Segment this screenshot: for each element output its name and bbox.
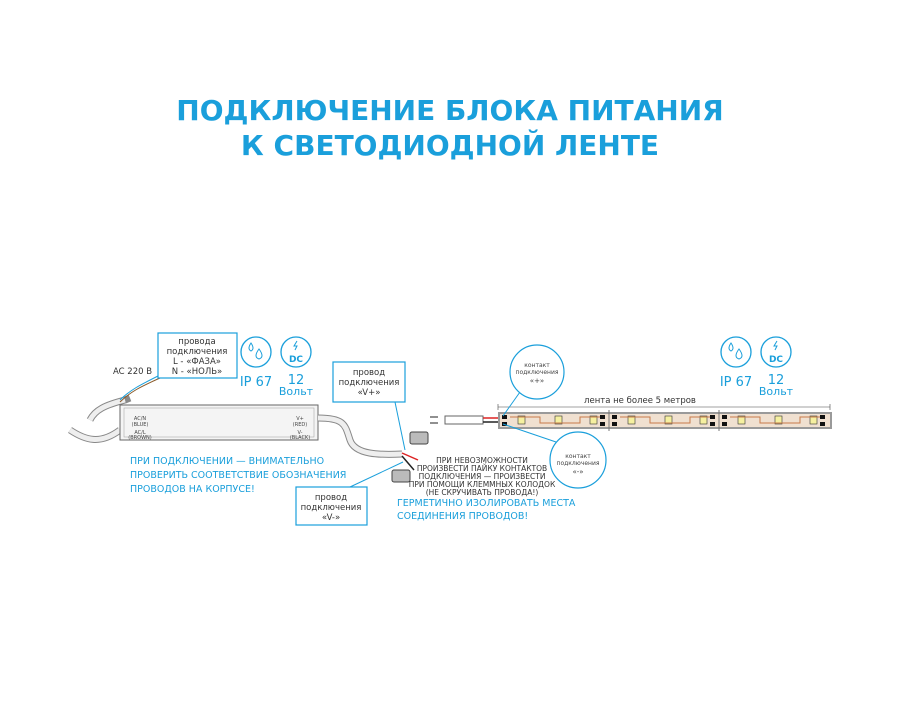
svg-text:ПРОИЗВЕСТИ ПАЙКУ КОНТАКТОВ: ПРОИЗВЕСТИ ПАЙКУ КОНТАКТОВ [417,464,547,473]
solder-pad [820,422,825,426]
led-chip [627,415,636,425]
solder-pad [502,415,507,419]
svg-text:N - «НОЛЬ»: N - «НОЛЬ» [172,367,223,377]
svg-text:«V-»: «V-» [322,513,340,523]
svg-text:L - «ФАЗА»: L - «ФАЗА» [173,357,221,367]
led-chip [699,415,708,425]
svg-text:подключения: подключения [339,378,400,388]
svg-text:AC/N: AC/N [134,416,147,422]
svg-text:лента не более 5 метров: лента не более 5 метров [584,396,696,406]
led-chip [774,415,783,425]
svg-text:контакт: контакт [524,362,550,369]
minus-contact-callout: контакт подключения «-» [502,423,607,489]
strip-trace [730,416,820,424]
dc-icon-strip: DC [760,336,792,368]
voltage-value: 12 [288,373,305,388]
svg-text:«+»: «+» [530,377,544,385]
svg-text:«-»: «-» [572,468,583,476]
led-chip [809,415,818,425]
vminus-callout: провод подключения «V-» [295,461,404,526]
ip-rating: IP 67 [240,375,272,390]
svg-text:ПРИ НЕВОЗМОЖНОСТИ: ПРИ НЕВОЗМОЖНОСТИ [436,456,528,465]
svg-text:V+: V+ [296,416,304,422]
input-wires-callout: провода подключения L - «ФАЗА» N - «НОЛЬ… [157,332,238,379]
ip67-icon [240,336,272,368]
solder-pad [722,415,727,419]
svg-text:провода: провода [178,337,215,347]
solder-pad [722,422,727,426]
voltage-unit: Вольт [279,385,314,398]
svg-text:(BLUE): (BLUE) [132,422,149,428]
solder-note: ПРИ НЕВОЗМОЖНОСТИ ПРОИЗВЕСТИ ПАЙКУ КОНТА… [409,456,556,497]
strip-leds [502,410,825,431]
svg-text:подключения: подключения [516,369,559,376]
svg-text:(BROWN): (BROWN) [128,435,151,441]
ip-rating-strip: IP 67 [720,375,752,390]
output-cable [317,414,419,471]
svg-text:AC/L: AC/L [134,430,146,436]
power-supply: AC/N (BLUE) AC/L (BROWN) V+ (RED) V- (BL… [119,404,319,441]
strip-lead-wire [430,415,498,425]
led-chip [517,415,526,425]
strip-length-dimension: лента не более 5 метров [497,396,831,410]
svg-text:провод: провод [353,368,385,378]
voltage-unit-strip: Вольт [759,385,794,398]
plus-contact-callout: контакт подключения «+» [502,344,565,417]
led-chip [554,415,563,425]
svg-text:(BLACK): (BLACK) [290,435,310,441]
title-line-2: К СВЕТОДИОДНОЙ ЛЕНТЕ [241,128,659,162]
solder-pad [600,415,605,419]
vplus-callout: провод подключения «V+» [332,361,406,451]
svg-text:провод: провод [315,493,347,503]
solder-pad [820,415,825,419]
svg-text:СОЕДИНЕНИЯ ПРОВОДОВ!: СОЕДИНЕНИЯ ПРОВОДОВ! [397,511,528,522]
svg-text:ПОДКЛЮЧЕНИЯ — ПРОИЗВЕСТИ: ПОДКЛЮЧЕНИЯ — ПРОИЗВЕСТИ [419,472,546,481]
svg-text:контакт: контакт [565,453,591,460]
svg-text:«V+»: «V+» [358,388,381,398]
strip-trace [510,416,600,424]
svg-text:V-: V- [298,430,303,436]
svg-text:DC: DC [769,355,783,365]
led-chip [737,415,746,425]
svg-text:(НЕ СКРУЧИВАТЬ ПРОВОДА!): (НЕ СКРУЧИВАТЬ ПРОВОДА!) [426,488,539,497]
svg-text:DC: DC [289,355,303,365]
svg-text:подключения: подключения [301,503,362,513]
led-chip [589,415,598,425]
svg-text:ПРИ ПОМОЩИ КЛЕММНЫХ КОЛОДОК: ПРИ ПОМОЩИ КЛЕММНЫХ КОЛОДОК [409,480,556,489]
ip67-icon-strip [720,336,752,368]
svg-text:(RED): (RED) [293,422,307,428]
solder-pad [600,422,605,426]
solder-pad [612,415,617,419]
voltage-value-strip: 12 [768,373,785,388]
strip-trace [620,416,710,424]
svg-text:ГЕРМЕТИЧНО ИЗОЛИРОВАТЬ МЕСТА: ГЕРМЕТИЧНО ИЗОЛИРОВАТЬ МЕСТА [397,498,576,509]
insulate-note: ГЕРМЕТИЧНО ИЗОЛИРОВАТЬ МЕСТА СОЕДИНЕНИЯ … [397,498,576,522]
solder-pad [710,415,715,419]
svg-text:ПРОВОДОВ НА КОРПУСЕ!: ПРОВОДОВ НА КОРПУСЕ! [130,484,255,495]
solder-pad [612,422,617,426]
ac-voltage-label: AC 220 B [113,367,152,377]
svg-text:подключения: подключения [557,460,600,467]
warning-text: ПРИ ПОДКЛЮЧЕНИИ — ВНИМАТЕЛЬНО ПРОВЕРИТЬ … [130,456,346,495]
title-line-1: ПОДКЛЮЧЕНИЕ БЛОКА ПИТАНИЯ [176,94,723,127]
svg-text:подключения: подключения [167,347,228,357]
svg-text:ПРИ ПОДКЛЮЧЕНИИ — ВНИМАТЕЛЬНО: ПРИ ПОДКЛЮЧЕНИИ — ВНИМАТЕЛЬНО [130,456,324,467]
dc-icon: DC [280,336,312,368]
input-cable [68,374,161,443]
led-chip [664,415,673,425]
terminal-connector-icon [391,431,429,483]
svg-text:ПРОВЕРИТЬ СООТВЕТСТВИЕ ОБОЗНАЧ: ПРОВЕРИТЬ СООТВЕТСТВИЕ ОБОЗНАЧЕНИЯ [130,470,346,481]
solder-pad [710,422,715,426]
